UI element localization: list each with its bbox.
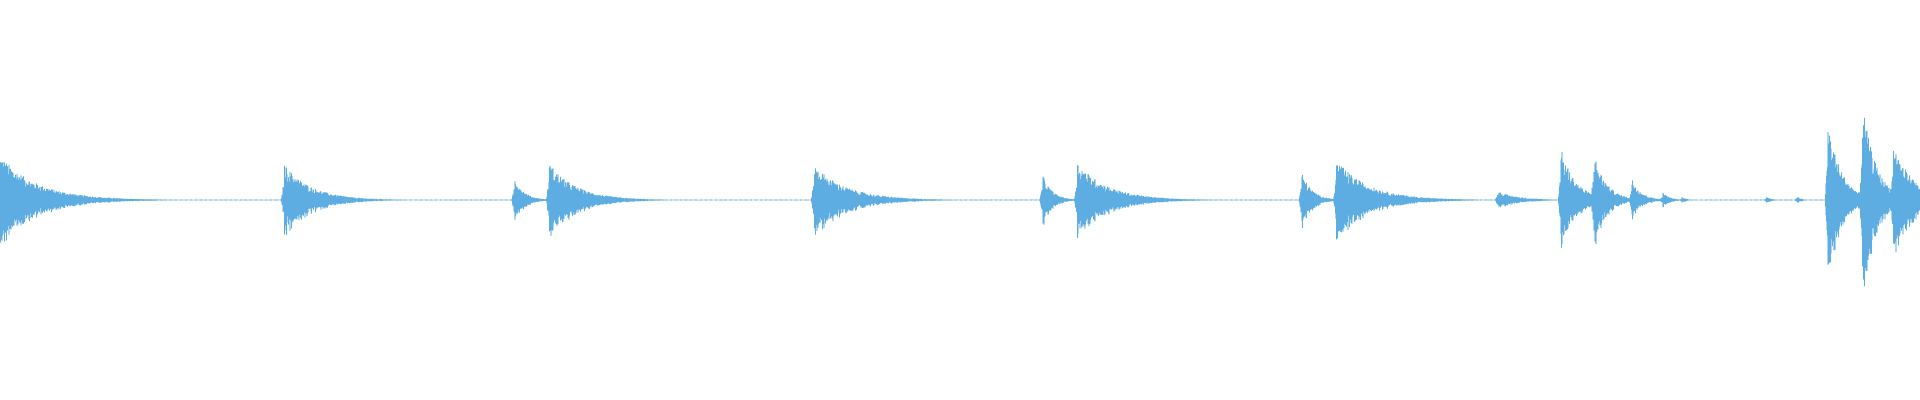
waveform-path (0, 117, 1920, 287)
